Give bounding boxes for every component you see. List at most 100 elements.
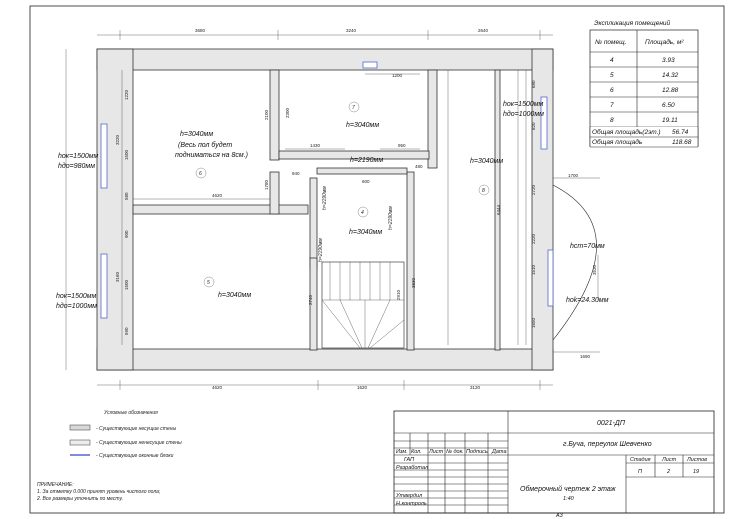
room7-height: h=3040мм [346,122,379,129]
dim-left-5: 900 [124,230,129,238]
dim-1690: 1690 [580,354,591,359]
explication-row-area: 6.50 [662,102,675,109]
explication-row-area: 12.88 [662,87,679,94]
interior-walls [132,69,501,351]
room4-height: h=3040мм [349,229,382,236]
legend-item-non-load-bearing: - Существующие ненесущие стены [96,440,182,446]
wall-bottom [96,348,554,371]
dim-2300: 2300 [285,107,290,118]
title-stadia-header: Стадия [630,457,651,463]
legend-item-load-bearing: - Существующие несущие стены [96,426,176,432]
explication-row-num: 7 [610,102,614,109]
room5-height: h=3040мм [218,292,251,299]
explication-row-area: 14.32 [662,72,679,79]
dim-left-8: 590 [124,327,129,335]
explication-col-area: Площадь, м² [645,38,684,46]
explication-total-value: 118.68 [672,139,692,146]
dim-2740: 2740 [308,294,313,305]
window-right-top-hdo: hдо=1000мм [503,110,544,118]
explication-row-num: 6 [610,87,614,94]
title-block: 0021-ДП г.Буча, переулок Шевченко Изм. К… [393,410,715,519]
title-utverd: Утвердил [395,493,422,499]
explication-total-floor: Общая площадь(2эт.) [592,128,661,136]
dim-950: 950 [398,143,406,148]
explication-row-num: 4 [610,57,614,64]
wall-v-room6-7 [269,69,280,161]
dim-1650: 1650 [531,317,536,328]
room-number-5: 5 [207,280,210,286]
dim-2910: 2910 [396,289,401,300]
dim-680: 680 [531,80,536,88]
room-number-4: 4 [361,210,364,216]
room-number-8: 8 [482,188,485,194]
dim-2720: 2720 [531,184,536,195]
explication-total-floor-value: 56.74 [672,129,689,136]
dim-left-3: 1500 [124,149,129,160]
door1-height: h=2190мм [322,186,328,210]
dim-top-2: 3240 [346,28,357,33]
drawing-name: Обмерочный чертеж 2 этаж [520,485,617,493]
dim-left-4: 580 [124,192,129,200]
wall-v-corridor-right [406,171,415,351]
window-left-bottom-hok: hок=1500мм [56,293,97,300]
sheet-frame [29,5,725,514]
wall-top [96,48,554,71]
door3-height: h=2190мм [318,238,324,262]
window-right-top [540,96,548,150]
stair-winder [369,319,405,349]
bay-top-height: hcm=70мм [570,243,605,250]
title-h-izm: Изм. [396,449,408,455]
title-razrab: Разработал [396,465,428,471]
dim-600: 600 [362,179,370,184]
wall-h-corridor [316,167,408,175]
title-address: г.Буча, переулок Шевченко [563,441,652,448]
stair-winder [367,299,391,349]
explication-row-num: 8 [610,117,614,124]
dim-3830: 3830 [411,277,416,288]
title-list-header: Лист [661,457,677,463]
window-left-bottom-hdo: hдо=1000мм [56,302,97,310]
dim-4620-mid: 4620 [212,193,223,198]
stair-winder [321,299,361,349]
title-nkontrol: Н.контроль [396,501,427,507]
dim-1430: 1430 [310,143,321,148]
wall-h-mid [132,204,309,215]
bay-bottom-height: hok=24.30мм [566,297,609,304]
title-h-ndoc: № док. [446,449,464,455]
window-left-top-hok: hок=1500мм [58,153,99,160]
title-listov-header: Листов [686,457,707,463]
explication-row-area: 3.93 [662,57,675,64]
dim-left-7: 1500 [124,279,129,290]
dim-bottom-1: 4620 [212,385,223,390]
window-left-top [100,123,108,189]
wall-v-corridor-left [309,177,318,269]
explication-row-area: 19.11 [662,117,678,124]
window-right-bay [547,249,554,307]
room6-height: h=3040мм [180,131,213,138]
title-listov-value: 19 [693,469,699,475]
explication-col-num: № помещ. [595,39,627,46]
title-h-kol: Кол. [411,449,422,455]
legend-title: Условные обозначения [104,410,158,416]
staircase [321,261,405,349]
bay-window-arc [552,184,597,341]
dim-bottom-3: 3120 [470,385,481,390]
sheet-format: А3 [555,513,564,519]
outer-walls [96,48,554,371]
explication-title: Экспликация помещений [594,19,671,27]
dim-940: 940 [292,171,300,176]
window-left-bottom [100,253,108,319]
stair-winder [339,299,363,349]
legend-item-windows: - Существующие оконные блоки [96,453,174,459]
notes: ПРИМЕЧАНИЕ: 1. За отметку 0.000 принят у… [36,482,161,502]
wall-v-stair-left [309,257,318,351]
door2-height: h=2190мм [388,206,394,230]
wall-v-room7-8 [427,69,438,169]
room-number-6: 6 [199,171,202,177]
window-blocks [100,61,554,319]
title-list-value: 2 [666,469,670,475]
dim-820: 820 [531,122,536,130]
room-number-markers: 6 7 8 5 4 [195,101,490,288]
explication-table: Экспликация помещений № помещ. Площадь, … [589,19,699,147]
